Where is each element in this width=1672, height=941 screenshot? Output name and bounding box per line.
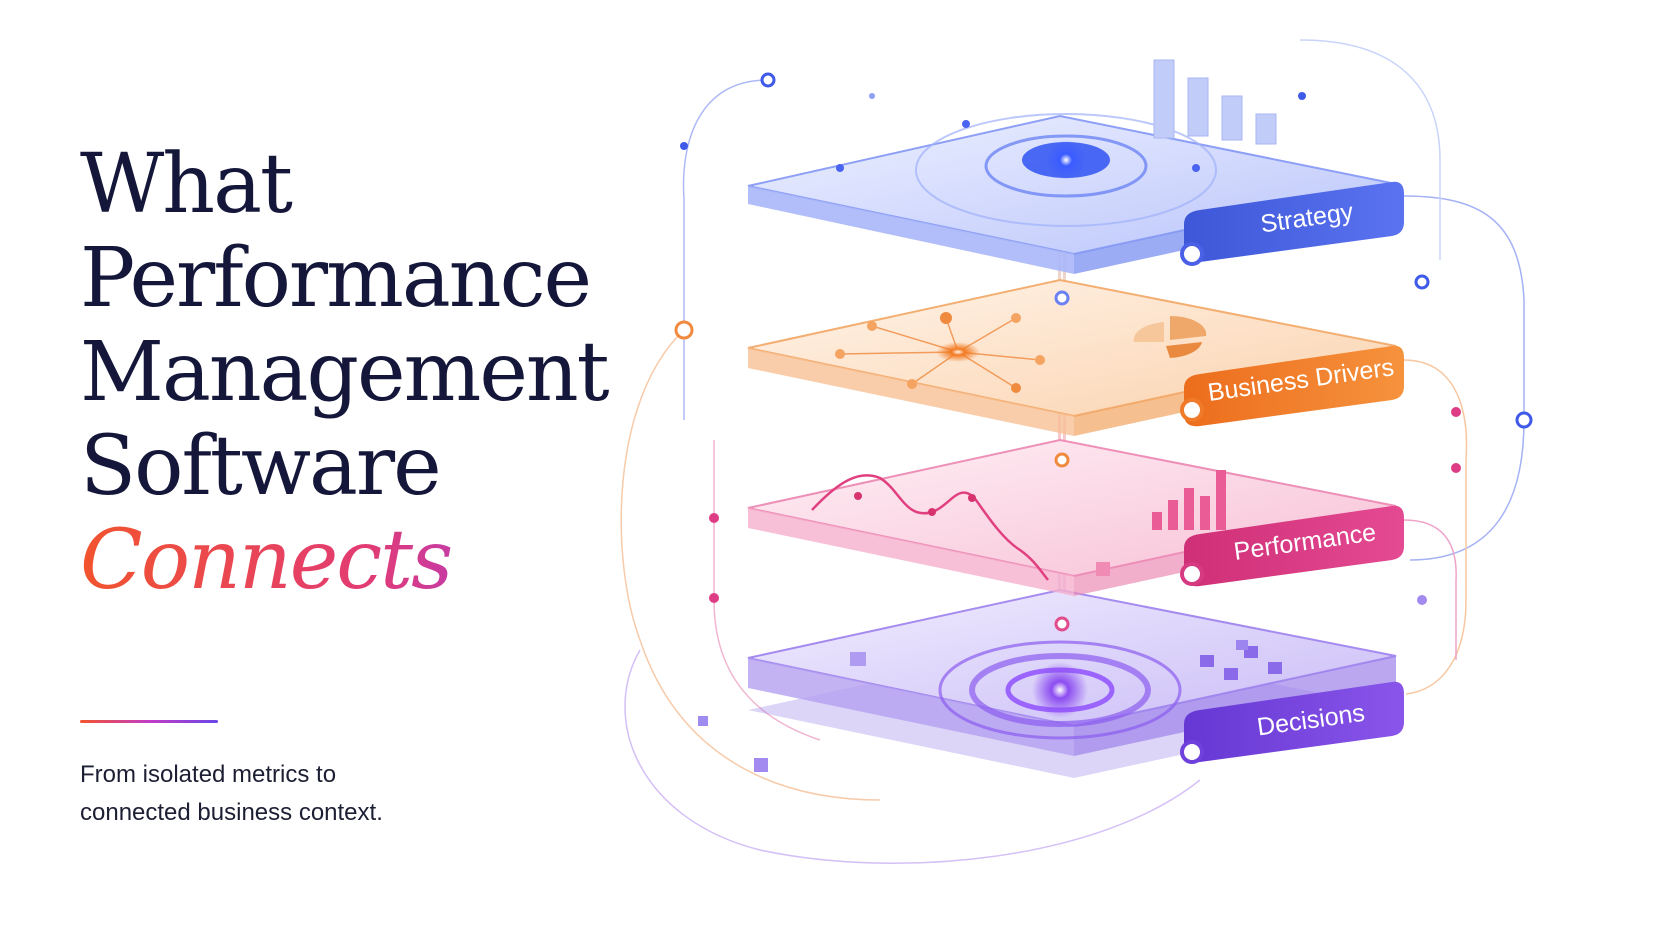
network-nodes <box>674 72 1533 772</box>
bar-chart-icon <box>1153 59 1277 145</box>
subtitle-line-2: connected business context. <box>80 799 383 826</box>
pill-strategy: Strategy <box>1180 181 1404 266</box>
layer-decisions <box>747 588 1397 778</box>
pill-decisions: Decisions <box>1180 681 1404 764</box>
layer-stack-illustration: Strategy Business Drivers Performance De… <box>620 39 1533 864</box>
subtitle-line-1: From isolated metrics to <box>80 761 337 788</box>
connection-lines <box>620 39 1525 864</box>
headline: What Performance Management Software Con… <box>80 138 720 608</box>
headline-line-3: Management <box>80 325 610 420</box>
pill-performance: Performance <box>1180 505 1404 587</box>
gradient-divider <box>80 720 218 723</box>
headline-line-4: Software <box>80 419 442 514</box>
headline-line-2: Performance <box>80 231 592 326</box>
subtitle: From isolated metrics to connected busin… <box>80 756 560 832</box>
headline-line-1: What <box>80 137 293 232</box>
headline-accent-word: Connects <box>80 514 720 608</box>
pill-business-drivers: Business Drivers <box>1180 345 1404 427</box>
